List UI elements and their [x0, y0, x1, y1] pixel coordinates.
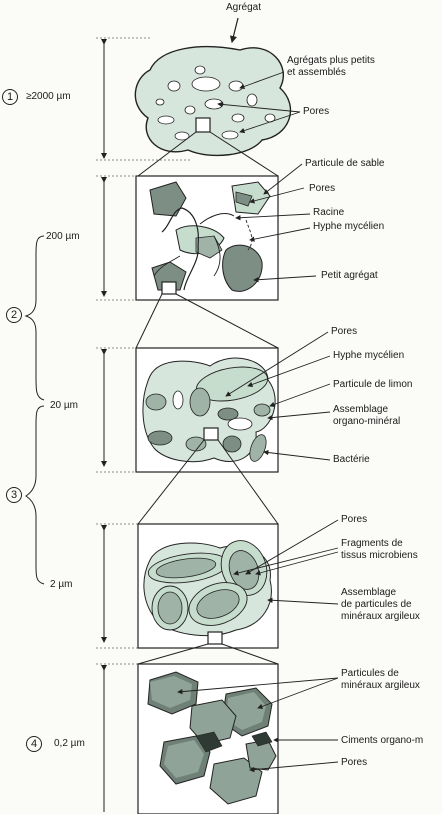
label-clay-particles-1: Particules de: [341, 668, 399, 679]
level-2-number: 2: [6, 307, 22, 323]
brace-level-3: [25, 405, 45, 585]
panel-3-content: [142, 357, 276, 463]
level-1-number: 1: [2, 89, 18, 105]
level-3-number: 3: [6, 487, 22, 503]
label-pores-2: Pores: [309, 183, 336, 194]
zoom-box-4: [207, 631, 223, 645]
level-2-scale-top: 200 µm: [46, 231, 80, 242]
scale-arrow-3: [96, 347, 136, 473]
label-small-aggregate: Petit agrégat: [321, 270, 378, 281]
panel-2-content: [149, 181, 271, 292]
label-organo-mineral-1: Assemblage: [333, 404, 389, 415]
aggregate-pores: [155, 65, 276, 141]
diagram-title: Agrégat: [226, 2, 262, 13]
level-4-scale: 0,2 µm: [54, 738, 85, 749]
scale-arrow-4: [96, 523, 138, 649]
scale-arrow-2: [96, 175, 136, 301]
leader-lines: [177, 71, 339, 773]
label-clay-assemblage-3: minéraux argileux: [341, 611, 420, 622]
label-microbial-fragments-2: tissus microbiens: [341, 550, 418, 561]
label-clay-assemblage-1: Assemblage: [341, 587, 397, 598]
zoom-box-2: [161, 281, 177, 295]
label-clay-particles-2: minéraux argileux: [341, 680, 420, 691]
label-smaller-aggregates: Agrégats plus petits: [287, 55, 375, 66]
label-sand-particle: Particule de sable: [305, 158, 385, 169]
label-organo-mineral-2: organo-minéral: [333, 416, 401, 427]
scale-arrow-5: [96, 663, 138, 812]
level-2-scale-bottom: 20 µm: [50, 400, 78, 411]
scale-arrow-1: [96, 37, 190, 161]
level-4-number: 4: [26, 736, 42, 752]
brace-level-2: [24, 235, 45, 401]
label-pores-3: Pores: [331, 326, 358, 337]
label-microbial-fragments-1: Fragments de: [341, 538, 403, 549]
panel-5-content: [147, 671, 277, 805]
label-smaller-aggregates-2: et assemblés: [287, 67, 346, 78]
label-mycelial-hypha-3: Hyphe mycélien: [333, 350, 405, 361]
level-1-scale: ≥2000 µm: [26, 91, 71, 102]
label-silt-particle: Particule de limon: [333, 379, 413, 390]
label-root: Racine: [313, 207, 345, 218]
panel-4-content: [143, 540, 272, 637]
label-pores-5: Pores: [341, 757, 368, 768]
zoom-box-3: [203, 427, 219, 441]
zoom-box-1: [195, 117, 211, 133]
level-3-scale-bottom: 2 µm: [50, 579, 73, 590]
label-organo-mineral-cements: Ciments organo-m: [341, 735, 424, 746]
label-clay-assemblage-2: de particules de: [341, 599, 412, 610]
label-mycelial-hypha-2: Hyphe mycélien: [313, 221, 385, 232]
label-pores-4: Pores: [341, 514, 368, 525]
label-bacterium: Bactérie: [333, 454, 370, 465]
label-pores-1: Pores: [303, 106, 330, 117]
